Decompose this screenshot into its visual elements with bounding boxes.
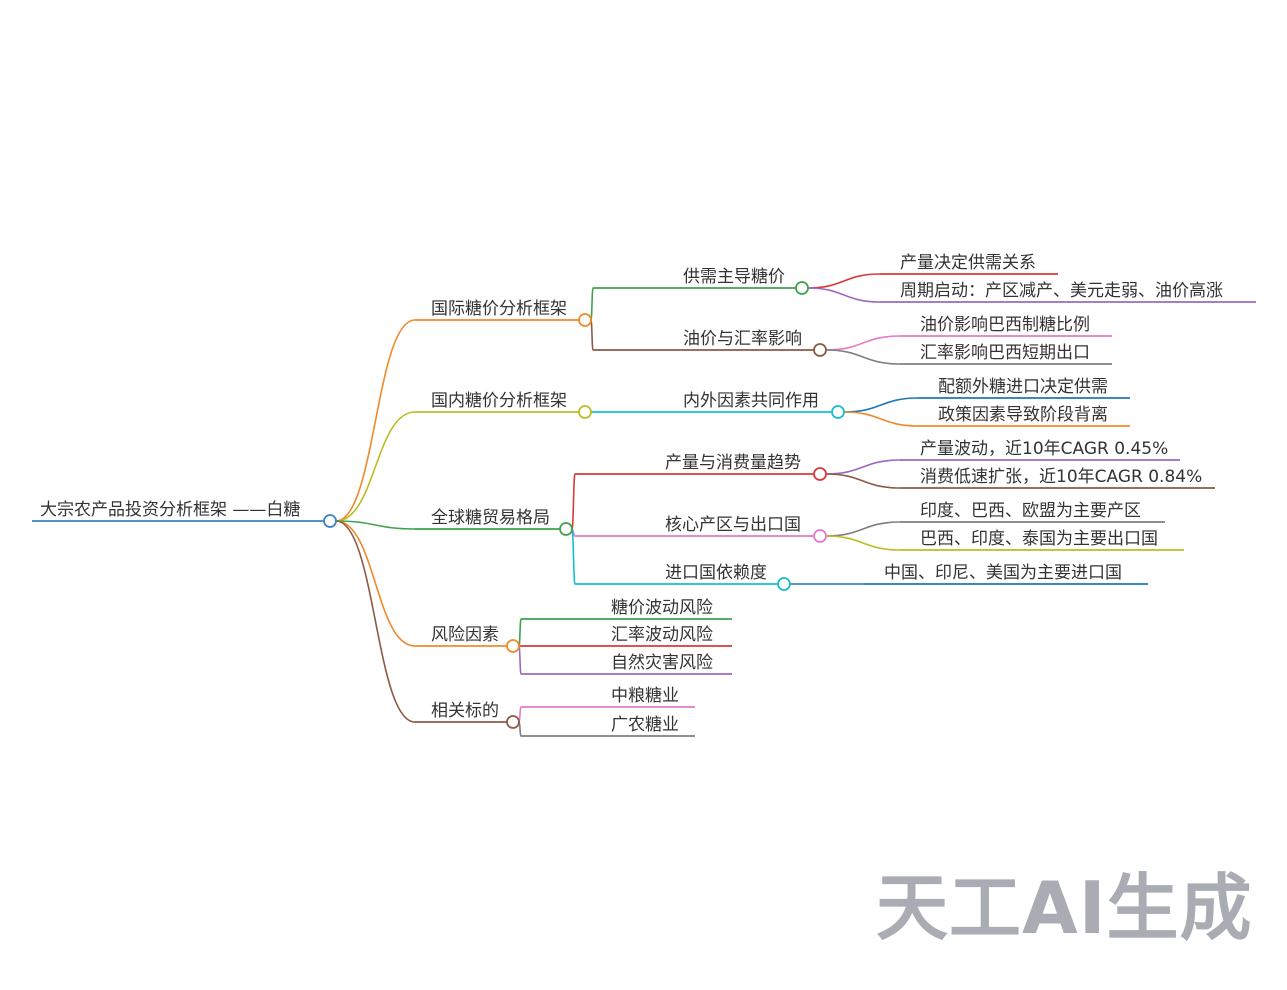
collapse-toggle-icon[interactable] [795,281,809,295]
topic-node[interactable]: 内外因素共同作用 [593,391,845,419]
topic-node[interactable]: 油价与汇率影响 [593,329,827,357]
detail-node[interactable]: 产量波动，近10年CAGR 0.45% [900,439,1180,461]
node-label: 中国、印尼、美国为主要进口国 [884,563,1122,583]
detail-node[interactable]: 巴西、印度、泰国为主要出口国 [900,529,1184,551]
node-label: 汇率波动风险 [611,625,713,645]
node-label: 风险因素 [431,625,499,645]
edge-topic-to-detail [825,349,901,365]
edge-topic-to-detail [807,287,881,303]
node-label: 巴西、印度、泰国为主要出口国 [920,529,1158,549]
collapse-toggle-icon[interactable] [506,715,520,729]
topic-node[interactable]: 自然灾害风险 [521,653,732,675]
topic-node[interactable]: 供需主导糖价 [593,267,809,295]
collapse-toggle-icon[interactable] [559,522,573,536]
collapse-toggle-icon[interactable] [813,529,827,543]
collapse-toggle-icon[interactable] [323,514,337,528]
edge-topic-to-detail [825,335,901,351]
node-label: 自然灾害风险 [611,653,713,673]
edge-topic-to-detail [843,397,919,413]
edge-topic-to-detail [843,411,919,427]
detail-node[interactable]: 汇率影响巴西短期出口 [900,343,1112,365]
topic-node[interactable]: 进口国依赖度 [575,563,791,591]
branch-node[interactable]: 全球糖贸易格局 [415,508,573,536]
edge-root-to-branch [335,520,416,723]
topic-node[interactable]: 核心产区与出口国 [575,515,827,543]
mindmap-nodes: 大宗农产品投资分析框架 ——白糖 国际糖价分析框架 供需主导糖价 产量决定供需关系周期… [32,253,1256,737]
node-label: 国际糖价分析框架 [431,299,567,319]
node-label: 油价影响巴西制糖比例 [920,315,1090,335]
branch-node[interactable]: 国际糖价分析框架 [415,299,592,327]
branch-node[interactable]: 风险因素 [415,625,520,653]
node-label: 内外因素共同作用 [683,391,819,411]
node-label: 供需主导糖价 [683,267,785,287]
mindmap-edges [335,273,919,737]
collapse-toggle-icon[interactable] [831,405,845,419]
node-label: 周期启动：产区减产、美元走弱、油价高涨 [900,281,1223,301]
detail-node[interactable]: 印度、巴西、欧盟为主要产区 [900,501,1165,523]
edge-branch-to-topic [518,618,522,647]
detail-node[interactable]: 油价影响巴西制糖比例 [900,315,1112,337]
branch-node[interactable]: 相关标的 [415,701,520,729]
node-label: 进口国依赖度 [665,563,767,583]
topic-node[interactable]: 产量与消费量趋势 [575,453,827,481]
node-label: 配额外糖进口决定供需 [938,377,1108,397]
node-label: 产量决定供需关系 [900,253,1036,273]
detail-node[interactable]: 产量决定供需关系 [880,253,1058,275]
topic-node[interactable]: 汇率波动风险 [521,625,732,647]
edge-root-to-branch [335,520,416,530]
node-label: 中粮糖业 [611,686,679,706]
node-label: 产量波动，近10年CAGR 0.45% [920,439,1168,459]
edge-topic-to-detail [807,273,881,289]
node-label: 全球糖贸易格局 [431,508,550,528]
node-label: 油价与汇率影响 [683,329,802,349]
topic-node[interactable]: 糖价波动风险 [521,598,732,620]
edge-branch-to-topic [571,528,576,585]
edge-topic-to-detail [825,535,901,551]
collapse-toggle-icon[interactable] [578,313,592,327]
collapse-toggle-icon[interactable] [506,639,520,653]
collapse-toggle-icon[interactable] [777,577,791,591]
collapse-toggle-icon[interactable] [578,405,592,419]
detail-node[interactable]: 政策因素导致阶段背离 [918,405,1130,427]
edge-branch-to-topic [571,473,576,530]
node-label: 国内糖价分析框架 [431,391,567,411]
node-label: 产量与消费量趋势 [665,453,801,473]
edge-root-to-branch [335,520,416,647]
node-label: 相关标的 [431,701,499,721]
detail-node[interactable]: 周期启动：产区减产、美元走弱、油价高涨 [880,281,1256,303]
node-label: 印度、巴西、欧盟为主要产区 [920,501,1141,521]
edge-branch-to-topic [590,319,594,351]
topic-node[interactable]: 广农糖业 [521,715,695,737]
node-label: 核心产区与出口国 [665,515,801,535]
detail-node[interactable]: 配额外糖进口决定供需 [918,377,1130,399]
node-label: 糖价波动风险 [611,598,713,618]
collapse-toggle-icon[interactable] [813,467,827,481]
collapse-toggle-icon[interactable] [813,343,827,357]
watermark: 天工AI生成 [876,866,1253,950]
edge-branch-to-topic [590,287,594,321]
detail-node[interactable]: 中国、印尼、美国为主要进口国 [864,563,1148,585]
node-label: 汇率影响巴西短期出口 [920,343,1090,363]
edge-topic-to-detail [825,473,901,489]
node-label: 大宗农产品投资分析框架 ——白糖 [40,500,300,520]
root-node[interactable]: 大宗农产品投资分析框架 ——白糖 [32,500,337,528]
detail-node[interactable]: 消费低速扩张，近10年CAGR 0.84% [900,467,1215,489]
node-label: 消费低速扩张，近10年CAGR 0.84% [920,467,1202,487]
node-label: 广农糖业 [611,715,679,735]
node-label: 政策因素导致阶段背离 [938,405,1108,425]
edge-root-to-branch [335,319,416,522]
edge-branch-to-topic [518,645,522,675]
edge-topic-to-detail [825,521,901,537]
edge-root-to-branch [335,411,416,522]
edge-topic-to-detail [825,459,901,475]
topic-node[interactable]: 中粮糖业 [521,686,695,708]
branch-node[interactable]: 国内糖价分析框架 [415,391,592,419]
